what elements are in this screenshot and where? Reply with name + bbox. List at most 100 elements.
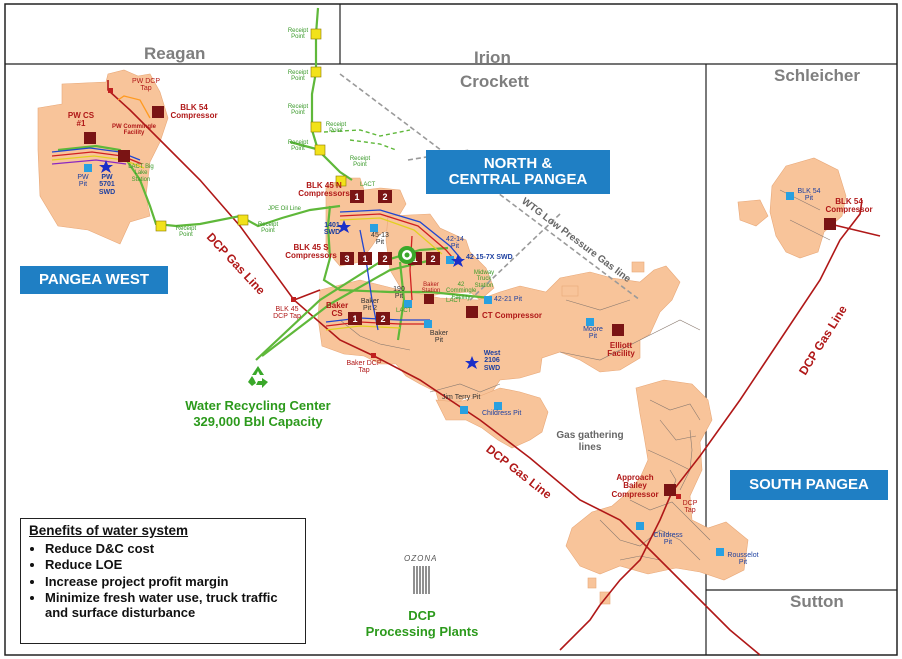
label-swd-west2106: West 2106 SWD <box>483 350 501 372</box>
label-receipt-point: Receipt Point <box>287 104 309 117</box>
pit-marker <box>586 318 594 326</box>
label-pw-cs1: PW CS #1 <box>67 111 95 129</box>
pit-marker <box>424 320 432 328</box>
star-icon <box>99 160 113 173</box>
pit-marker <box>84 164 92 172</box>
swd-stars <box>99 160 479 369</box>
unit-number: 1 <box>362 254 367 264</box>
benefit-item: Minimize fresh water use, truck traffic … <box>45 590 297 621</box>
label-pit-baker: Baker Pit <box>429 330 449 345</box>
label-receipt-point: Receipt Point <box>287 140 309 153</box>
receipt-point-marker <box>310 121 322 133</box>
label-swd-1401: 1401 SWD <box>323 222 341 237</box>
dcp-plants-subtitle: Processing Plants <box>365 624 479 640</box>
recycle-icon <box>246 365 270 389</box>
label-pit-4214: 42-14 Pit <box>446 236 464 251</box>
receipt-point-marker <box>155 220 167 232</box>
label-swd-4215: 42 15-7X SWD <box>466 254 513 261</box>
label-ct-compressor: CT Compressor <box>482 311 543 320</box>
receipt-points <box>155 28 347 232</box>
pit-marker <box>494 402 502 410</box>
receipt-point-marker <box>335 175 347 187</box>
compressor-marker <box>152 106 164 118</box>
receipt-point-marker <box>310 28 322 40</box>
label-pw-commingle: PW Commingle Facility <box>112 124 157 137</box>
compressor-marker <box>664 484 676 496</box>
label-gas-gathering: Gas gathering lines <box>556 430 624 453</box>
dcp-plants-title: DCP <box>408 608 436 623</box>
pit-marker <box>446 256 454 264</box>
label-pit-moore: Moore Pit <box>583 326 603 341</box>
label-ozona: OZONA <box>404 554 438 563</box>
benefit-item: Reduce D&C cost <box>45 541 297 556</box>
label-pit-jim-terry: Jim Terry Pit <box>442 394 481 401</box>
compressors <box>84 106 836 496</box>
receipt-point-marker <box>310 66 322 78</box>
unit-number: 2 <box>430 254 435 264</box>
pit-marker <box>460 406 468 414</box>
label-jpe-oil-line: JPE Oil Line <box>268 206 302 212</box>
receipt-point-marker <box>237 214 249 226</box>
county-label-sutton: Sutton <box>790 592 844 611</box>
label-pit-4221: 42-21 Pit <box>494 296 523 303</box>
unit-number: 1 <box>354 192 359 202</box>
label-blk54-east: BLK 54 Compressor <box>825 197 873 215</box>
pit-marker <box>716 548 724 556</box>
label-elliott: Elliott Facility <box>607 341 635 359</box>
pit-marker <box>404 300 412 308</box>
label-pit-childress-1: Childress Pit <box>482 410 522 417</box>
region-label-south-pangea: SOUTH PANGEA <box>730 470 888 500</box>
county-label-reagan: Reagan <box>144 44 206 63</box>
county-label-irion: Irion <box>474 48 511 67</box>
label-lact-big-lake: LACT Big Lake Station <box>128 164 154 183</box>
dcp-taps <box>108 88 681 499</box>
tap-marker <box>108 88 113 93</box>
star-icon <box>451 254 465 267</box>
label-pit-190: 190 Pit <box>393 286 405 301</box>
label-lact: LACT <box>396 308 412 314</box>
label-baker-station: Baker Station <box>421 282 441 295</box>
pit-marker <box>484 296 492 304</box>
pits <box>84 164 794 556</box>
label-receipt-point: Receipt Point <box>257 222 279 235</box>
label-blk45s: BLK 45 S Compressors <box>285 243 337 261</box>
benefits-list: Reduce D&C cost Reduce LOE Increase proj… <box>29 541 297 621</box>
benefits-title: Benefits of water system <box>29 523 189 538</box>
star-icon <box>465 356 479 369</box>
compressor-marker <box>612 324 624 336</box>
label-midway-truck: Midway Truck Station <box>473 270 495 289</box>
label-receipt-point: Receipt Point <box>349 156 371 169</box>
pit-marker <box>370 224 378 232</box>
label-pit-childress-2: Childress Pit <box>653 532 683 547</box>
benefit-item: Reduce LOE <box>45 557 297 572</box>
label-receipt-point: Receipt Point <box>287 28 309 41</box>
label-tap-pw: PW DCP Tap <box>132 78 160 93</box>
label-commingle-facility: 42 Commingle Facility <box>446 282 477 301</box>
star-icon <box>337 220 351 233</box>
label-lact: LACT <box>446 298 462 304</box>
dcp-gas-line <box>107 80 881 656</box>
county-label-schleicher: Schleicher <box>774 66 860 85</box>
region-label-north-central: NORTH & CENTRAL PANGEA <box>426 150 610 194</box>
compressor-marker <box>824 218 836 230</box>
tap-marker <box>371 353 376 358</box>
unit-number: 2 <box>380 314 385 324</box>
water-center-title: Water Recycling Center <box>185 398 331 413</box>
label-lact: LACT <box>360 182 376 188</box>
unit-number: 2 <box>382 254 387 264</box>
acreage-areas <box>37 69 847 605</box>
water-recycling-center-label: Water Recycling Center 329,000 Bbl Capac… <box>166 398 350 431</box>
recycle-icon-small <box>398 246 416 264</box>
compressor-marker <box>466 306 478 318</box>
label-swd-pw5701: PW 5701 SWD <box>98 174 116 196</box>
label-baker-cs: Baker CS <box>326 301 349 319</box>
county-label-crockett: Crockett <box>460 72 529 91</box>
water-center-capacity: 329,000 Bbl Capacity <box>193 414 323 430</box>
label-receipt-point: Receipt Point <box>325 122 347 135</box>
label-approach-bailey: Approach Bailey Compressor <box>611 473 659 499</box>
compressor-marker <box>118 150 130 162</box>
label-blk45n: BLK 45 N Compressors <box>298 181 350 199</box>
label-tap-approach: DCP Tap <box>682 500 698 515</box>
tap-marker <box>291 297 296 302</box>
